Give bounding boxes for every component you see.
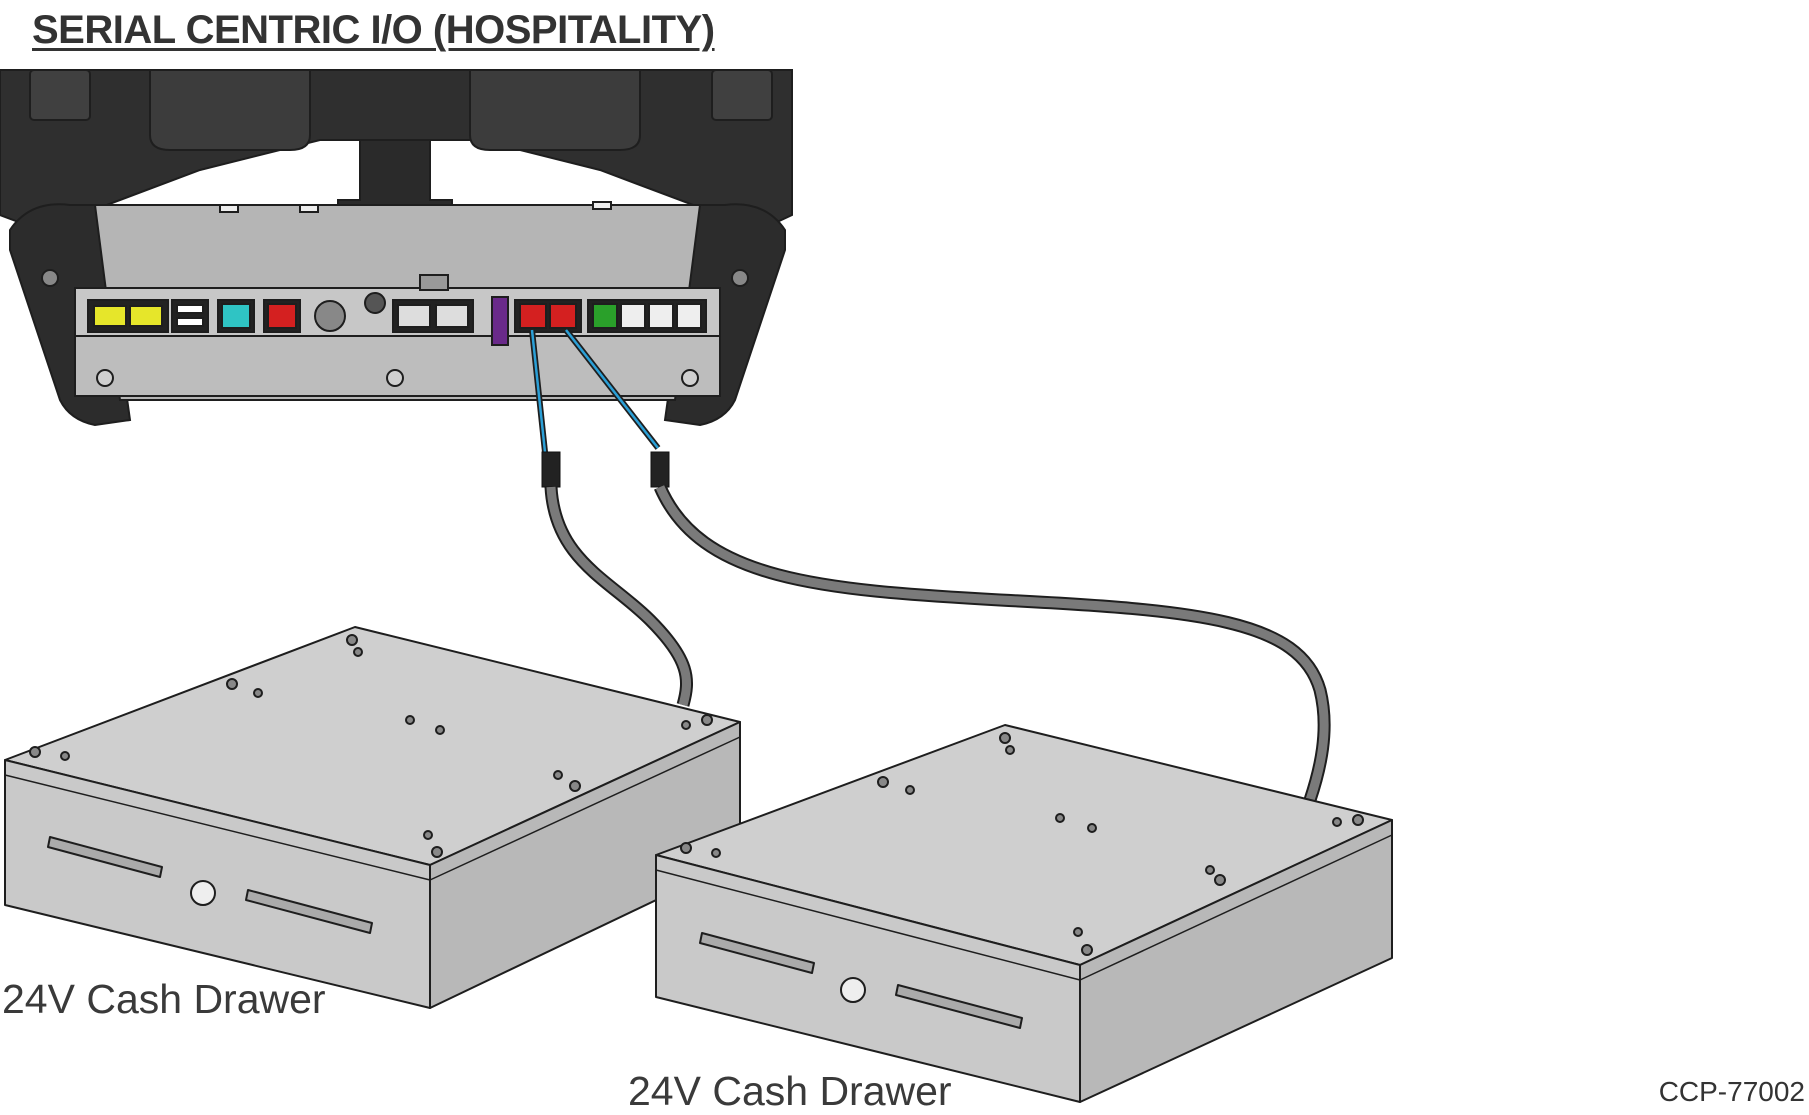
cable-1: [529, 329, 693, 707]
lock-icon: [190, 880, 216, 906]
usb-port: [171, 299, 209, 333]
drawer-label-2: 24V Cash Drawer: [628, 1068, 952, 1114]
pos-terminal: [0, 69, 793, 427]
usb-powered-port-red: [263, 299, 301, 333]
usb-powered-port-cyan: [217, 299, 255, 333]
ps2-port: [314, 300, 346, 332]
cash-drawer-ports: [514, 299, 582, 333]
cash-drawer-1: [4, 626, 741, 1009]
figure-id: CCP-77002: [1658, 1076, 1805, 1107]
lock-icon: [840, 977, 866, 1003]
ethernet-ports: [587, 299, 707, 333]
drawer-label-1: 24V Cash Drawer: [2, 976, 326, 1022]
rj12-plug-1: [541, 451, 561, 488]
power-port: [491, 296, 509, 346]
cash-drawer-2: [655, 724, 1393, 1103]
diagram-title: SERIAL CENTRIC I/O (HOSPITALITY): [32, 8, 715, 52]
usb-powered-port-yellow: [87, 299, 169, 333]
cable-2: [563, 328, 1331, 803]
rj12-plug-2: [650, 451, 670, 488]
serial-port-block: [392, 299, 474, 333]
